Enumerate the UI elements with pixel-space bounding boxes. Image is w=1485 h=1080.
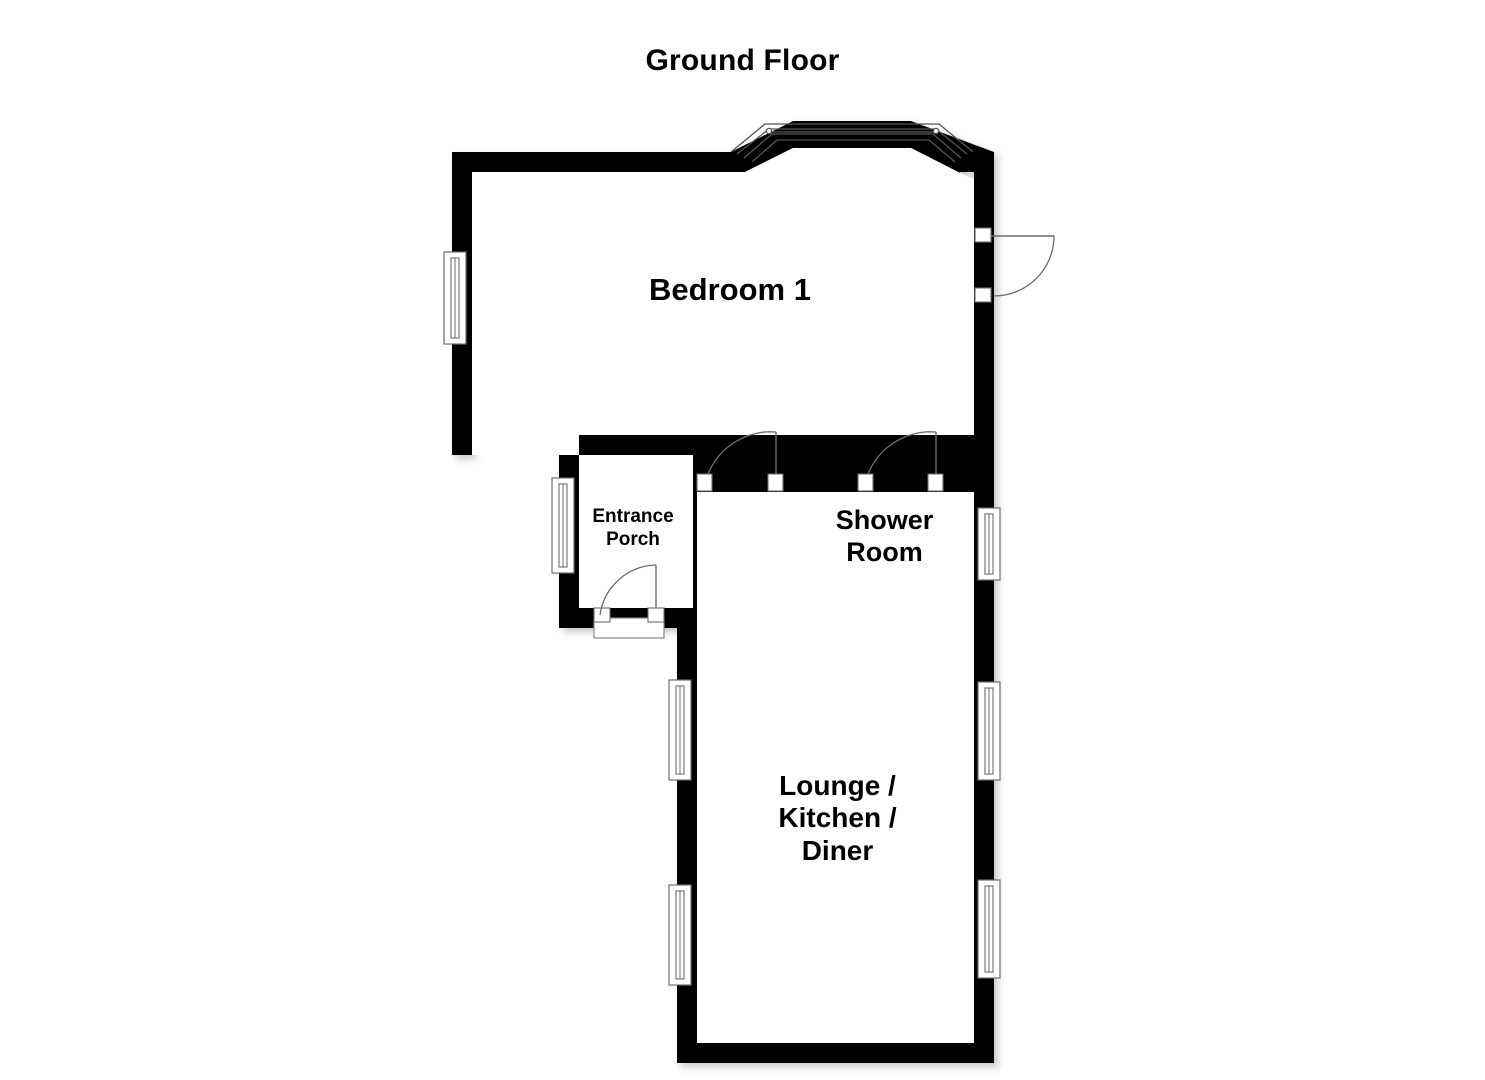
window-shower-room-right <box>977 507 1001 581</box>
door-shower-room <box>857 431 944 492</box>
bay-window-right-wall <box>927 135 973 175</box>
bay-window-left-wall <box>731 135 777 175</box>
room-label-shower-room: Shower Room <box>835 505 934 567</box>
room-label-bedroom1: Bedroom 1 <box>649 272 811 307</box>
door-entrance-front <box>593 564 665 639</box>
entrance-porch-interior <box>579 455 693 608</box>
door-hall-to-porch <box>696 431 784 492</box>
window-bedroom1-left <box>443 251 467 345</box>
bedroom1-interior <box>472 148 974 455</box>
bay-window-interior <box>745 148 958 172</box>
window-lounge-left-upper <box>668 679 692 781</box>
room-interiors <box>472 148 974 1043</box>
wall-hall-top <box>697 472 974 492</box>
room-label-lounge-kitchen-diner: Lounge / Kitchen / Diner <box>778 770 897 866</box>
room-label-entrance-porch: Entrance Porch <box>592 506 674 551</box>
page-title: Ground Floor <box>645 44 840 77</box>
lounge-interior <box>697 612 974 1043</box>
bay-window-bedroom1 <box>730 123 974 163</box>
window-lounge-right-lower <box>977 879 1001 979</box>
exterior-walls <box>452 121 994 1063</box>
window-lounge-left-lower <box>668 884 692 986</box>
door-bedroom1-right <box>974 227 1055 303</box>
window-lounge-right-upper <box>977 681 1001 781</box>
window-porch-left <box>551 477 575 574</box>
shower-room-interior <box>803 492 974 591</box>
